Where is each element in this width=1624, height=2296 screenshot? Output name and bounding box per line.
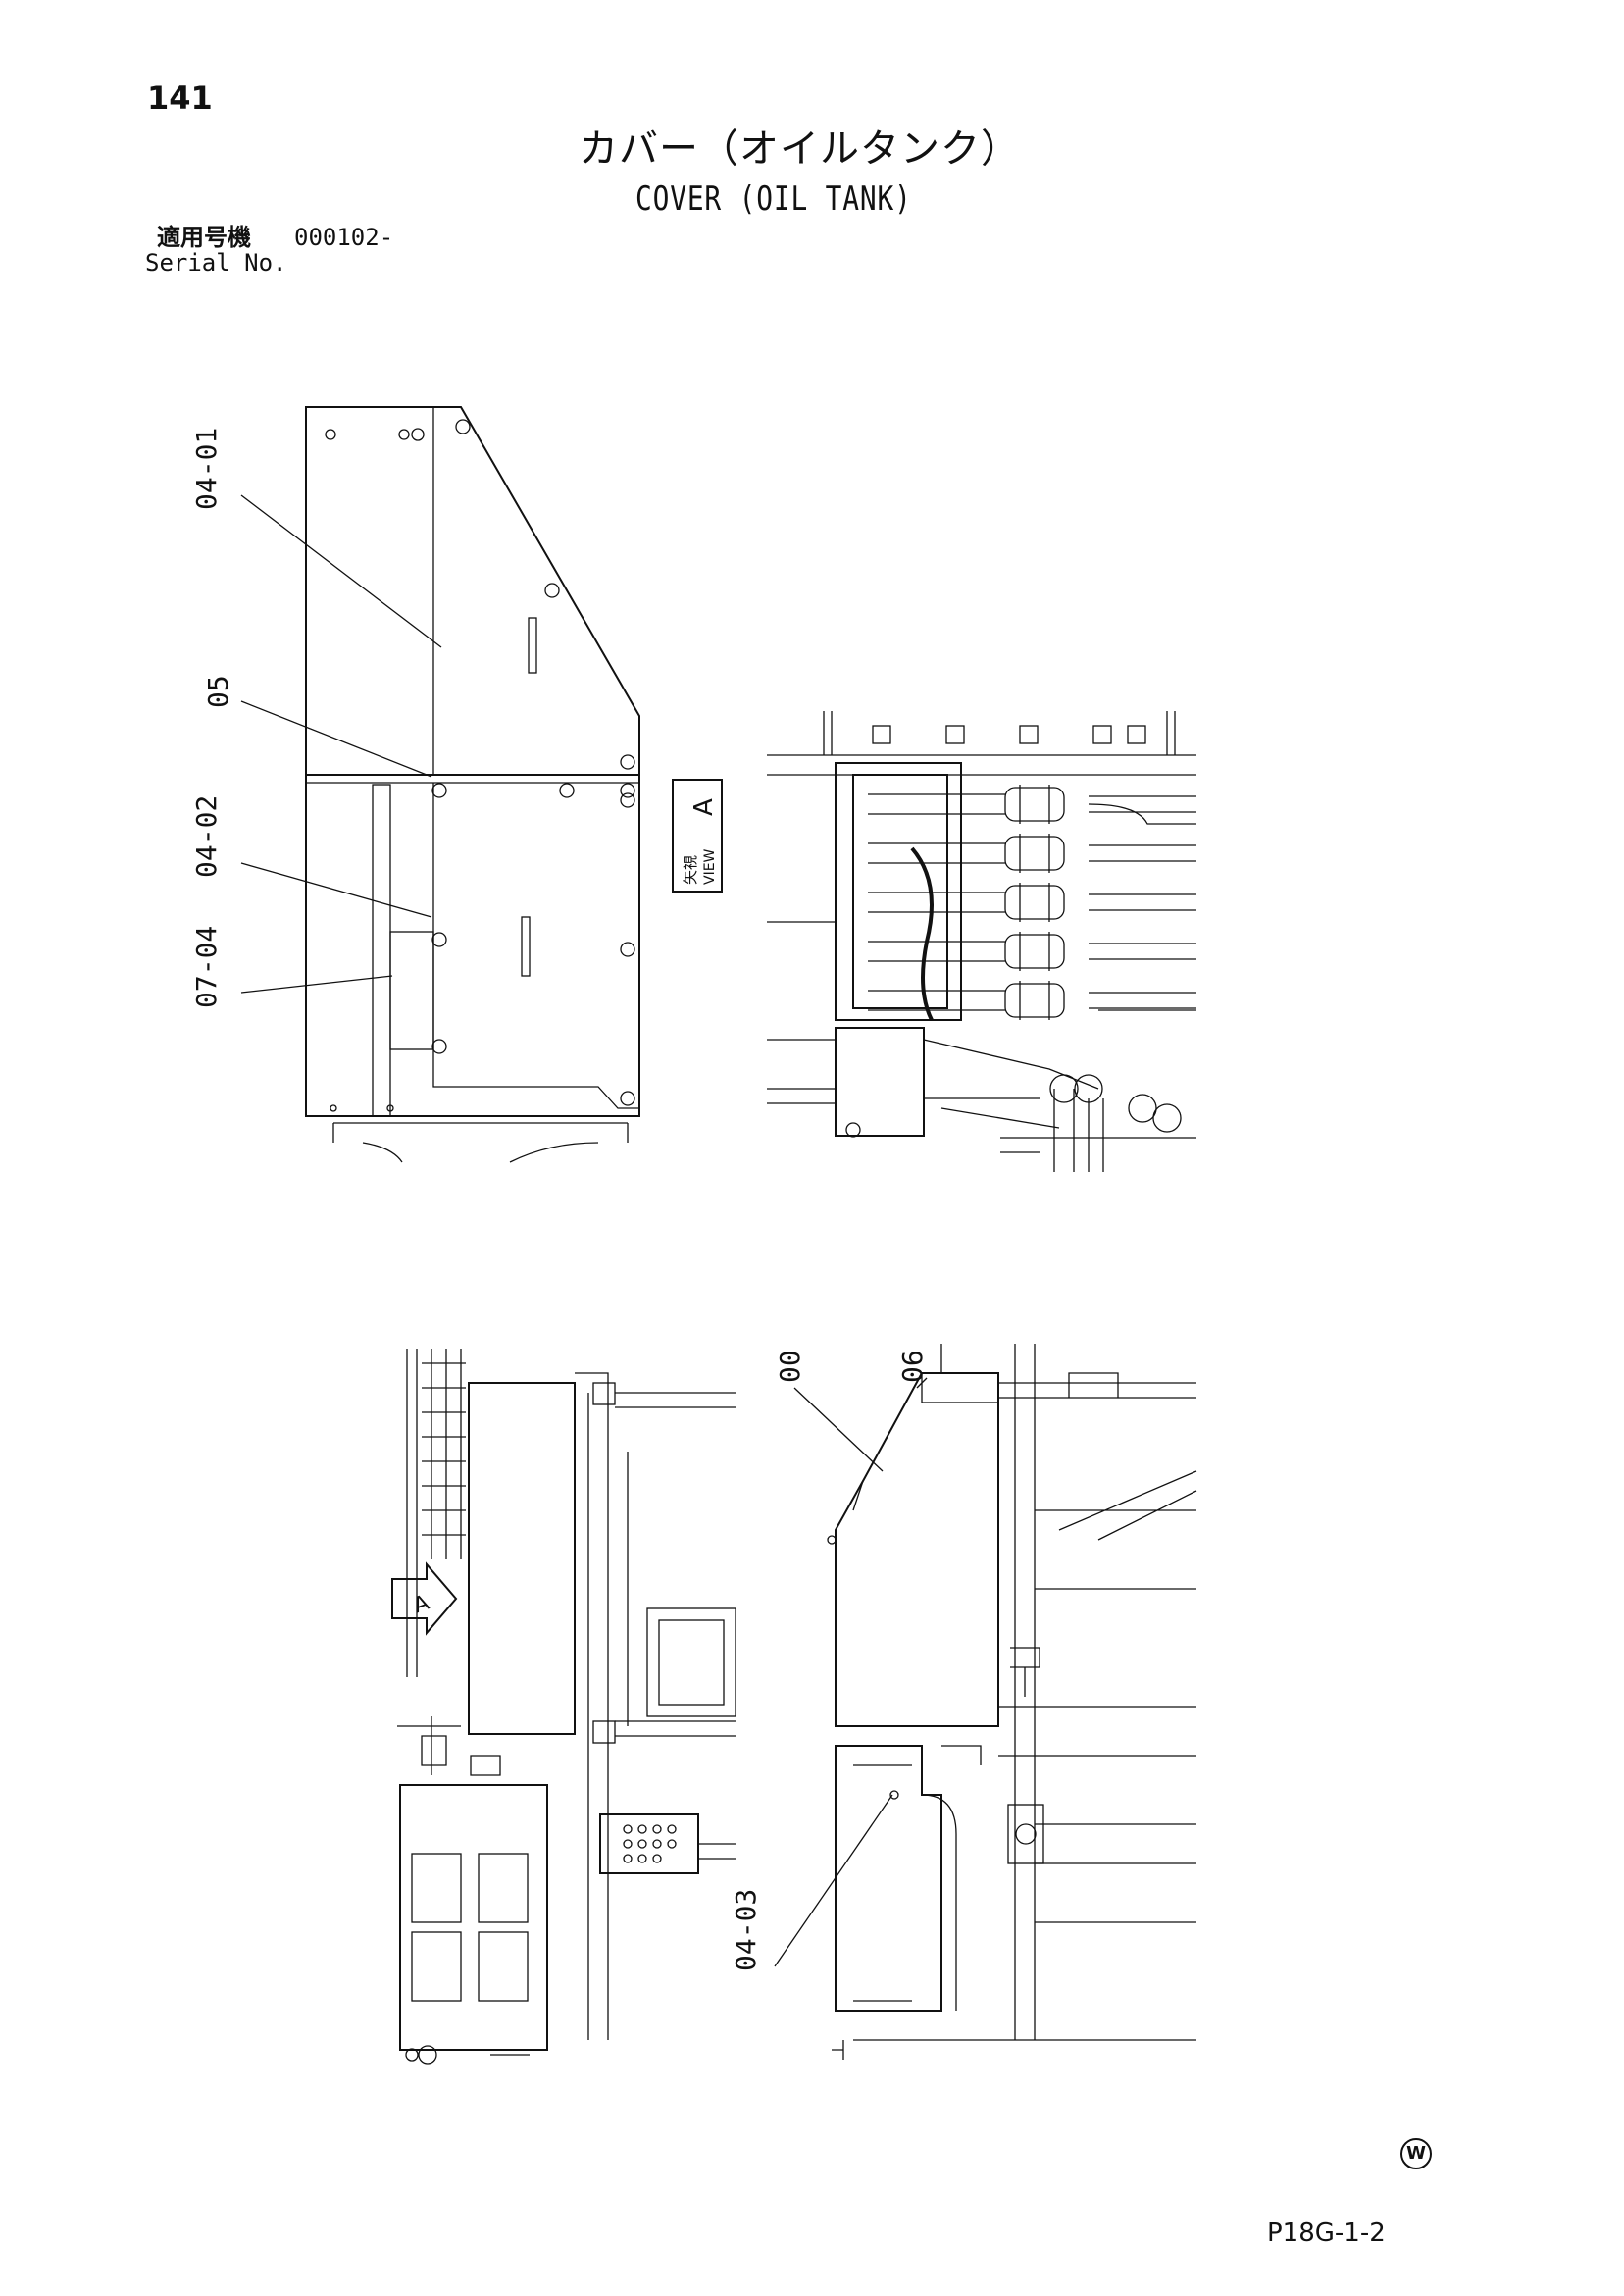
- serial-number-value: 000102-: [294, 224, 394, 251]
- view-label-japanese: 矢視: [682, 855, 699, 885]
- callout-04-02: 04-02: [190, 795, 223, 878]
- callout-leaders-bottom: [774, 1377, 928, 1967]
- callout-04-03: 04-03: [730, 1889, 762, 1971]
- page-title-english: COVER (OIL TANK): [635, 179, 912, 219]
- callout-leaders-top: [240, 494, 442, 994]
- view-a-hydraulic-assembly: [767, 711, 1196, 1172]
- serial-label-japanese: 適用号機: [157, 224, 251, 251]
- callout-06: 06: [896, 1350, 929, 1383]
- machine-top-view-right: [827, 1344, 1197, 2060]
- view-a-label: 矢視 VIEW A: [672, 779, 723, 893]
- document-code: P18G-1-2: [1267, 2219, 1386, 2248]
- view-arrow-letter: A: [410, 1591, 432, 1619]
- view-label-letter: A: [689, 798, 719, 816]
- callout-00: 00: [774, 1350, 806, 1383]
- callout-07-04: 07-04: [190, 926, 223, 1008]
- page-number: 141: [147, 79, 213, 117]
- view-label-english: VIEW: [702, 848, 718, 885]
- serial-label-english: Serial No.: [145, 249, 287, 277]
- page-title-japanese: カバー（オイルタンク）: [579, 127, 1021, 172]
- callout-05: 05: [202, 675, 234, 708]
- machine-top-view-left: A: [391, 1349, 736, 2065]
- manufacturer-mark: W: [1400, 2138, 1432, 2169]
- callout-04-01: 04-01: [190, 428, 223, 510]
- oil-tank-cover-side-view: [305, 406, 640, 1163]
